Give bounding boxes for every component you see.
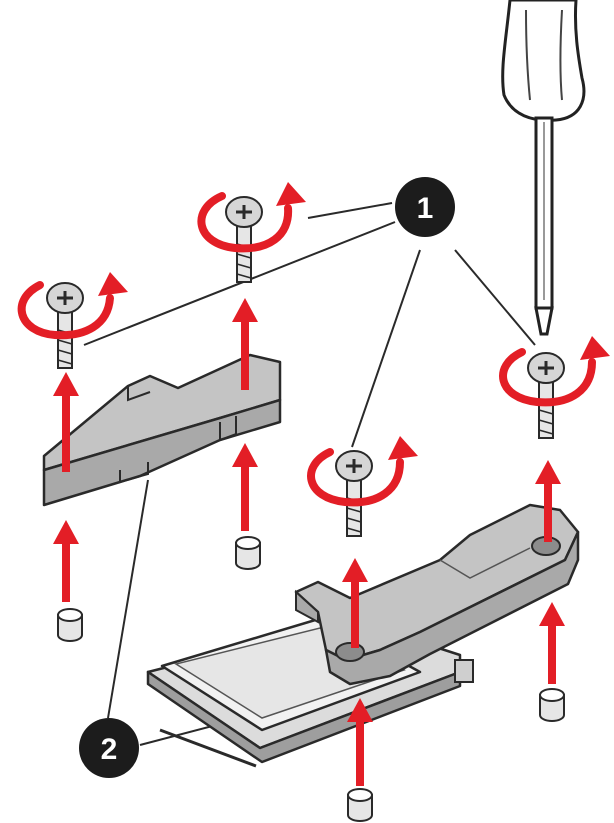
rotate-arrow-head bbox=[98, 272, 128, 296]
callout-1: 1 bbox=[395, 177, 455, 237]
up-arrow-icon bbox=[53, 372, 79, 472]
rotate-arrow-head bbox=[388, 436, 418, 460]
rotate-arrow-head bbox=[580, 336, 610, 360]
screwdriver-icon bbox=[501, 0, 586, 336]
up-arrow-icon bbox=[535, 460, 561, 542]
up-arrow-icon bbox=[232, 443, 258, 531]
rotate-arrow-icon bbox=[307, 448, 404, 507]
rotate-arrow-icon bbox=[197, 192, 293, 253]
up-arrow-icon bbox=[53, 520, 79, 602]
callout-2-label: 2 bbox=[101, 733, 118, 766]
screw-icon bbox=[527, 352, 565, 439]
rotate-arrow-icon bbox=[499, 348, 596, 407]
right-bracket bbox=[294, 503, 580, 686]
screw-icon bbox=[225, 196, 263, 283]
screw-icon bbox=[335, 450, 373, 537]
nut-icon bbox=[347, 788, 373, 822]
up-arrow-icon bbox=[342, 558, 368, 648]
rotate-arrow-icon bbox=[17, 281, 114, 340]
screw-icon bbox=[46, 282, 84, 369]
nut-icon bbox=[539, 688, 565, 722]
callout-1-label: 1 bbox=[417, 192, 434, 225]
rotate-arrow-head bbox=[276, 182, 306, 206]
nut-icon bbox=[57, 608, 83, 642]
up-arrow-icon bbox=[539, 602, 565, 684]
up-arrow-icon bbox=[232, 298, 258, 390]
up-arrow-icon bbox=[347, 698, 373, 786]
callout-2: 2 bbox=[79, 718, 139, 778]
left-bracket bbox=[42, 353, 282, 507]
nut-icon bbox=[235, 536, 261, 570]
